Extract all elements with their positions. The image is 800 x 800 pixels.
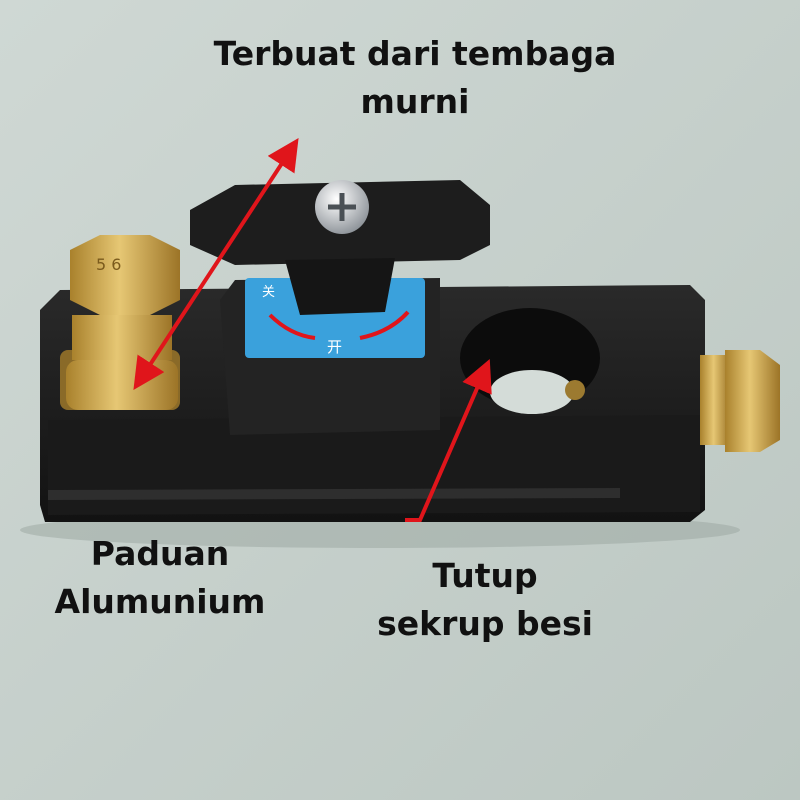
label-screw-line2: sekrup besi	[377, 604, 593, 643]
screw-cap-hole	[460, 308, 600, 414]
label-screw-line1: Tutup	[432, 556, 538, 595]
label-copper-line1: Terbuat dari tembaga	[213, 34, 617, 73]
label-iron-screw-cap: Tutup sekrup besi	[360, 552, 610, 648]
label-copper-line2: murni	[360, 82, 470, 121]
arrow-screw-cap	[405, 358, 492, 522]
arrow-copper	[133, 137, 299, 391]
dial-top-char: 关	[262, 285, 275, 300]
brass-terminal-left: 5 6	[60, 235, 180, 410]
body-ridge	[48, 488, 620, 500]
label-alloy-line1: Paduan	[90, 534, 230, 573]
svg-text:5 6: 5 6	[96, 255, 121, 274]
brass-nut-right	[700, 350, 780, 452]
dial-bottom-char: 开	[327, 338, 342, 356]
label-alloy-line2: Alumunium	[54, 582, 266, 621]
annotation-arrows	[133, 137, 492, 522]
label-pure-copper: Terbuat dari tembaga murni	[190, 30, 640, 126]
label-aluminium-alloy: Paduan Alumunium	[40, 530, 280, 626]
